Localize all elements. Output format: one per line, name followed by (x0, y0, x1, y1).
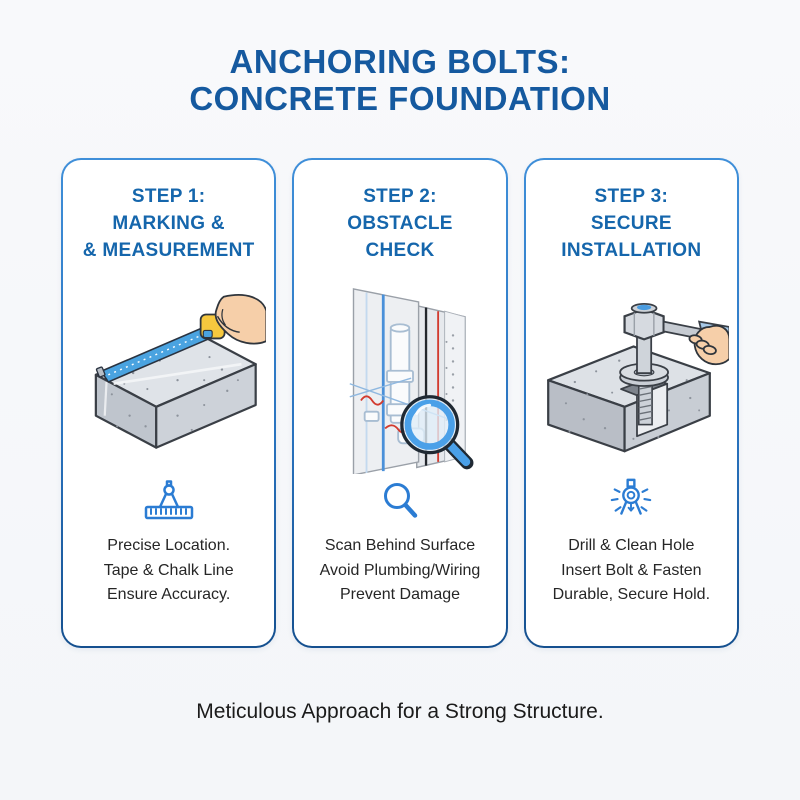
step-2-card: STEP 2: OBSTACLE CHECK (292, 158, 507, 648)
scan-laser-line-2 (349, 377, 412, 398)
step-3-heading-line1: STEP 3: (594, 185, 669, 207)
drill-sparkle-icon (607, 477, 655, 525)
hand (214, 294, 267, 345)
measuring-illustration-svg (94, 294, 267, 450)
step-2-body-line2: Avoid Plumbing/Wiring (319, 561, 481, 579)
step-3-body-line1: Drill & Clean Hole (568, 536, 695, 554)
page-title: ANCHORING BOLTS: CONCRETE FOUNDATION (0, 0, 800, 118)
anchor-bolt-svg (546, 302, 729, 453)
step-1-body-line2: Tape & Chalk Line (103, 561, 234, 579)
tape-measure-on-concrete-block-illustration (71, 273, 267, 475)
compass-ruler-icon (143, 477, 195, 525)
magnifier-icon (377, 477, 423, 525)
title-line-2: CONCRETE FOUNDATION (189, 79, 611, 117)
step-1-description: Precise Location. Tape & Chalk Line Ensu… (104, 534, 234, 608)
step-1-heading-line1: STEP 1: (131, 185, 206, 207)
step-3-heading-line3: INSTALLATION (561, 239, 702, 261)
footer-text: Meticulous Approach for a Strong Structu… (196, 699, 604, 723)
step-2-body-line1: Scan Behind Surface (324, 536, 476, 554)
step-3-heading: STEP 3: SECURE INSTALLATION (561, 184, 701, 265)
step-3-body-line3: Durable, Secure Hold. (552, 586, 711, 604)
step-1-card: STEP 1: MARKING & & MEASUREMENT (61, 158, 276, 648)
step-2-heading: STEP 2: OBSTACLE CHECK (347, 184, 453, 265)
step-1-body-line3: Ensure Accuracy. (107, 586, 231, 604)
bolt-cap-blue (636, 304, 651, 310)
red-wire-squiggle-1 (360, 395, 385, 406)
step-1-heading-line3: & MEASUREMENT (82, 239, 255, 261)
hand (688, 324, 729, 365)
chalk-line (113, 363, 242, 386)
step-2-heading-line2: OBSTACLE (347, 212, 453, 234)
concrete-block (546, 345, 711, 453)
step-3-description: Drill & Clean Hole Insert Bolt & Fasten … (553, 534, 710, 608)
hex-nut (623, 307, 665, 341)
step-1-heading-line2: MARKING & (112, 212, 225, 234)
steps-row: STEP 1: MARKING & & MEASUREMENT (61, 158, 739, 648)
anchor-bolt (618, 302, 669, 426)
wall-scan-illustration (302, 273, 497, 475)
step-1-body-line1: Precise Location. (107, 536, 231, 554)
tape-end-hook (95, 366, 106, 378)
sparkle-rays (611, 488, 652, 512)
wall-scan-svg (349, 287, 474, 474)
step-2-description: Scan Behind Surface Avoid Plumbing/Wirin… (320, 534, 481, 608)
step-2-heading-line1: STEP 2: (363, 185, 437, 207)
step-3-card: STEP 3: SECURE INSTALLATION (524, 158, 739, 648)
anchor-bolt-illustration (534, 273, 729, 475)
step-3-heading-line2: SECURE (590, 212, 672, 234)
step-3-body-line2: Insert Bolt & Fasten (561, 561, 702, 579)
magnifying-glass (400, 394, 474, 470)
tape-measure (95, 313, 226, 384)
step-2-body-line3: Prevent Damage (339, 586, 461, 604)
concrete-block (94, 331, 257, 450)
step-2-heading-line3: CHECK (365, 239, 435, 261)
step-1-heading: STEP 1: MARKING & & MEASUREMENT (83, 184, 255, 265)
title-line-1: ANCHORING BOLTS: (229, 43, 571, 80)
